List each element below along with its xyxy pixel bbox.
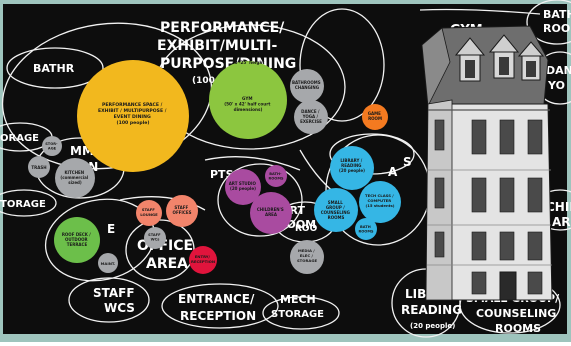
staff-wcs-line-1: STAFF	[93, 286, 135, 300]
small-group-line-3: ROOMS	[495, 322, 541, 335]
bubble-bath-rooms	[355, 218, 377, 240]
library-line-2: READING	[401, 303, 462, 317]
bubble-tech-class	[359, 181, 401, 223]
trash-text: TRASH	[31, 165, 46, 170]
gym-height-text: 20'-25' height	[232, 60, 265, 65]
svg-text:CHILDREN'S AREA: CHILDREN'S AREA	[257, 207, 285, 217]
building-sketch	[421, 25, 553, 301]
svg-text:STOR- AGE: STOR- AGE	[45, 142, 59, 151]
svg-text:BATHROOMS CHANGING: BATHROOMS CHANGING	[292, 80, 322, 90]
office-area-line-2: AREA	[146, 256, 188, 272]
bubble-game-room	[362, 104, 388, 130]
staff-wcs-line-2: WCS	[104, 301, 135, 315]
bubble-entry	[189, 246, 217, 274]
bubble-staff-offices	[166, 195, 198, 227]
right-bathroom-line-1: BATH	[543, 8, 571, 21]
bubble-bath-small	[265, 165, 287, 187]
bubble-art-studio	[225, 169, 261, 205]
svg-text:BATH- ROOMS: BATH- ROOMS	[268, 172, 283, 181]
right-dance-line-1: DAN	[546, 64, 571, 77]
bubble-media	[290, 240, 324, 274]
svg-text:STAFF LOUNGE: STAFF LOUNGE	[140, 207, 158, 217]
bubble-storage-small	[42, 136, 62, 156]
performance-title-line-1: PERFORMANCE/	[160, 20, 285, 36]
bubble-maint	[98, 253, 118, 273]
svg-text:PERFORMANCE SPACE / EXHI: PERFORMANCE SPACE / EXHIBIT / MULTIPURPO…	[98, 102, 168, 126]
fragment-a: A	[388, 165, 398, 179]
storage-label-bottom: STORAGE	[271, 309, 324, 320]
bubble-staff-lounge	[136, 200, 162, 226]
bubble-dance	[294, 100, 328, 134]
bubble-kitchen	[55, 158, 95, 198]
fragment-s: S	[403, 155, 412, 169]
entrance-line-1: ENTRANCE/	[178, 292, 255, 306]
svg-text:ROOF DECK / OUTDOOR: ROOF DECK / OUTDOOR TERRACE	[62, 232, 92, 247]
library-line-3: (20 people)	[410, 322, 455, 330]
right-dance-line-2: YO	[547, 79, 565, 92]
svg-text:ART STUDIO (20 people): ART STUDIO (20 people)	[229, 181, 258, 191]
right-children-line-1: CHIL	[546, 200, 571, 214]
performance-title-capacity: (100 p	[192, 76, 225, 86]
bubbles: PERFORMANCE SPACE / EXHIBIT / MULTIPURPO…	[28, 60, 401, 274]
bubble-small-group	[314, 188, 358, 232]
svg-text:LIBRARY / READING: LIBRARY / READING (20 people)	[339, 158, 365, 173]
bubble-performance	[77, 60, 189, 172]
svg-text:STAFF WCs: STAFF WCs	[148, 233, 162, 242]
performance-title-line-2: EXHIBIT/MULTI-	[157, 38, 277, 54]
storage-label-left: ORAGE	[0, 133, 39, 144]
bubble-trash	[28, 156, 50, 178]
bubble-staff-wcs	[144, 227, 166, 249]
svg-text:STAFF OFFICES: STAFF OFFICES	[173, 205, 192, 215]
fragment-e: E	[107, 222, 115, 236]
svg-text:BATH ROOMS: BATH ROOMS	[358, 225, 373, 234]
fragment-roo: ROO	[295, 224, 318, 234]
storage-label-bottom-left: TORAGE	[0, 199, 46, 210]
svg-text:ENTRY/ RECEPTION: ENTRY/ RECEPTION	[191, 254, 215, 264]
bubble-gym	[209, 61, 287, 139]
bubble-roof-deck	[54, 217, 100, 263]
bathrooms-label-left: BATHR	[33, 62, 75, 75]
svg-text:SMALL GROUP / COUN: SMALL GROUP / COUNSELING ROOMS	[321, 200, 352, 220]
svg-text:TECH CLASS / COMPUTER: TECH CLASS / COMPUTER (15 students)	[365, 193, 395, 208]
maint-text: MAINT.	[101, 261, 116, 266]
bubble-library	[330, 146, 374, 190]
bubble-childrens-area	[250, 192, 292, 234]
svg-text:GYM (50' x 42' half cour: GYM (50' x 42' half court dimensions)	[224, 96, 272, 112]
svg-text:KITCHEN (commercial: KITCHEN (commercial sized)	[60, 170, 89, 185]
svg-text:DANCE / YOGA / EXE: DANCE / YOGA / EXERCISE	[300, 109, 322, 124]
svg-text:GAME ROOM: GAME ROOM	[368, 111, 383, 121]
mech-label: MECH	[280, 293, 316, 306]
small-group-line-2: COUNSELING	[476, 307, 556, 320]
entrance-line-2: RECEPTION	[180, 309, 256, 323]
right-children-line-2: AR	[552, 215, 571, 229]
svg-text:MEDIA / ELEC / STO: MEDIA / ELEC / STORAGE	[297, 248, 318, 263]
bubble-bathrooms-changing	[290, 69, 324, 103]
right-bathroom-line-2: ROOM	[543, 22, 571, 35]
